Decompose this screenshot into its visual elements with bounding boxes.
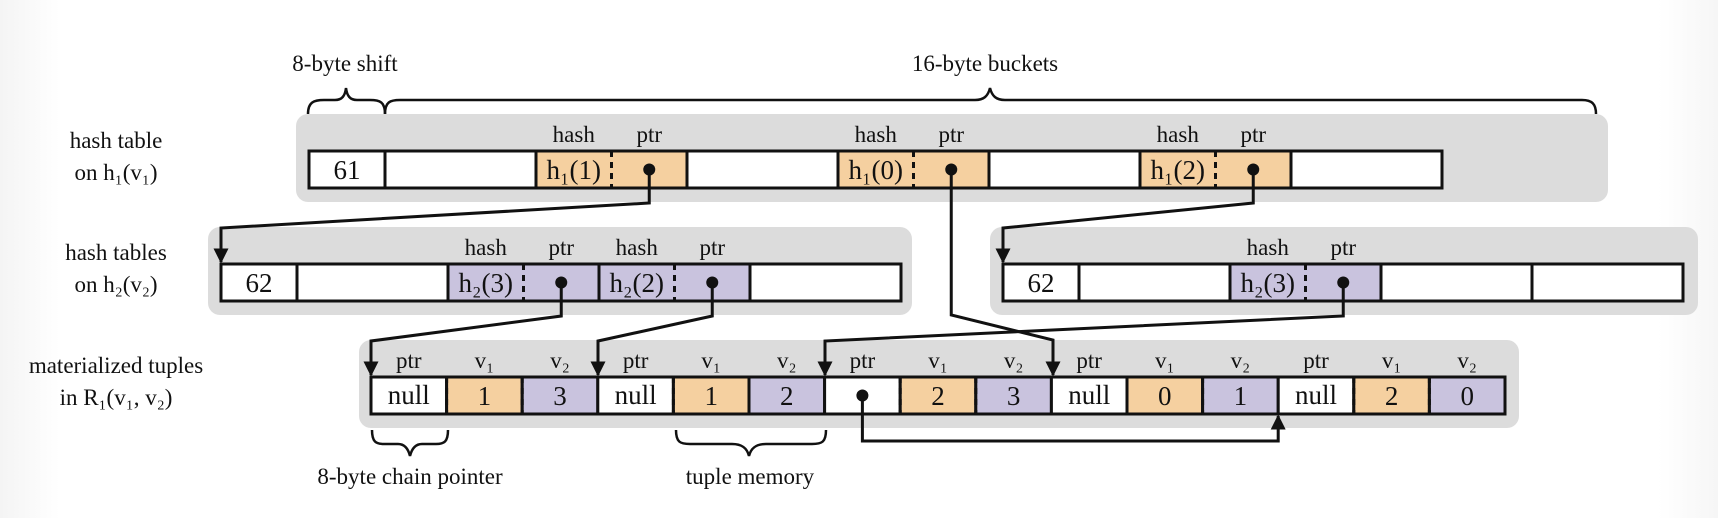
tuple-v2-value: 2 [780, 381, 794, 411]
tuple-header-v1: v₁ [701, 348, 721, 373]
tuple-ptr-value: null [615, 380, 657, 410]
tuple-header-v1: v₁ [928, 348, 948, 373]
tuple-1-v1 [671, 375, 751, 416]
label-h1-line1: hash table [70, 128, 163, 153]
tuple-ptr-value: null [1068, 380, 1110, 410]
tuple-header-ptr: ptr [1076, 348, 1102, 373]
wires-layer [213, 169, 1345, 443]
h1-shift-value: 61 [334, 155, 361, 185]
tuple-header-v2: v₂ [1457, 348, 1477, 373]
h2b-header-ptr: ptr [1330, 235, 1356, 260]
tuple-header-v2: v₂ [1231, 348, 1251, 373]
h2b-shift-value: 62 [1028, 268, 1055, 298]
label-h1-line2: on h₁(v₁) [74, 160, 157, 185]
tuple-v2-value: 3 [553, 381, 567, 411]
h2a-header-hash: hash [616, 235, 659, 260]
tuple-4-v2 [1427, 375, 1507, 416]
h1-header-ptr: ptr [636, 122, 662, 147]
tuple-header-ptr: ptr [1303, 348, 1329, 373]
label-tuples-line1: materialized tuples [29, 353, 203, 378]
h2b-bucket-hash: h₂(3) [1241, 268, 1295, 298]
tuple-0-v2 [520, 375, 600, 416]
tuple-v1-value: 0 [1158, 381, 1172, 411]
h2a-shift-value: 62 [246, 268, 273, 298]
h2a-header-hash: hash [465, 235, 508, 260]
chain-pointer-arrow [860, 395, 1286, 443]
h1-header-hash: hash [855, 122, 898, 147]
tuple-4-v1 [1352, 375, 1431, 416]
tuple-v2-value: 0 [1460, 381, 1474, 411]
tuple-ptr-value: null [388, 380, 430, 410]
tuple-0-ptr [369, 375, 449, 416]
tuple-v1-value: 2 [931, 381, 945, 411]
tuple-header-v2: v₂ [777, 348, 797, 373]
h2b-header-hash: hash [1247, 235, 1290, 260]
tuple-ptr-value: null [1295, 380, 1337, 410]
h1-header-hash: hash [553, 122, 596, 147]
cells-layer: 61 h₁(1) hash ptr h₁(0) hash ptr h₁(2) hash ptr 62… [219, 122, 1685, 416]
h1-bucket-hash: h₁(1) [547, 155, 601, 185]
h2b-shift-cell [1001, 262, 1081, 303]
tuple-v1-value: 1 [704, 381, 718, 411]
pointer-arrow-h2a-2 [590, 282, 714, 377]
label-h2-line2: on h₂(v₂) [74, 272, 157, 297]
h2b-bucket-2 [1379, 262, 1534, 303]
tuple-v2-value: 1 [1234, 381, 1248, 411]
tuple-header-v1: v₁ [475, 348, 495, 373]
tuple-v2-value: 3 [1007, 381, 1021, 411]
h2a-header-ptr: ptr [699, 235, 725, 260]
h2a-bucket-hash: h₂(2) [610, 268, 664, 298]
h1-header-ptr: ptr [1240, 122, 1266, 147]
label-tuples-line2: in R₁(v₁, v₂) [60, 385, 173, 410]
h2a-bucket-0 [295, 262, 450, 303]
tuple-1-ptr [596, 375, 675, 416]
tuple-v1-value: 1 [478, 381, 492, 411]
annotation-chain-pointer: 8-byte chain pointer [317, 464, 503, 489]
h2a-bucket-3 [748, 262, 903, 303]
annotation-buckets: 16-byte buckets [912, 51, 1058, 76]
h1-bucket-2 [685, 149, 840, 190]
brace-buckets [383, 87, 1598, 115]
brace-chain-pointer [370, 429, 450, 457]
tuple-header-ptr: ptr [623, 348, 649, 373]
pointer-arrow-h2b-3 [817, 282, 1345, 377]
h1-bucket-hash: h₁(0) [849, 155, 903, 185]
pointer-arrow-h2a-3 [363, 282, 563, 377]
h1-header-hash: hash [1157, 122, 1200, 147]
tuple-header-v1: v₁ [1382, 348, 1402, 373]
tuple-3-v2 [1201, 375, 1280, 416]
tuple-header-ptr: ptr [850, 348, 876, 373]
h2a-bucket-hash: h₂(3) [459, 268, 513, 298]
tuple-3-v1 [1125, 375, 1205, 416]
tuple-2-v2 [974, 375, 1053, 416]
h2b-bucket-0 [1077, 262, 1232, 303]
tuple-4-ptr [1276, 375, 1356, 416]
h2b-bucket-3 [1530, 262, 1685, 303]
brace-shift [306, 87, 387, 115]
h2a-header-ptr: ptr [548, 235, 574, 260]
tuple-header-ptr: ptr [396, 348, 422, 373]
h2a-shift-cell [219, 262, 299, 303]
h1-bucket-4 [987, 149, 1142, 190]
h1-bucket-0 [383, 149, 538, 190]
tuple-header-v2: v₂ [550, 348, 570, 373]
brace-tuple-memory [674, 429, 828, 457]
annotation-tuple-memory: tuple memory [686, 464, 815, 489]
tuple-header-v1: v₁ [1155, 348, 1175, 373]
annotation-shift: 8-byte shift [292, 51, 398, 76]
h1-header-ptr: ptr [938, 122, 964, 147]
pointer-arrow-h1-0 [949, 169, 1061, 377]
h1-bucket-hash: h₁(2) [1151, 155, 1205, 185]
pointer-arrow-h1-2 [995, 169, 1255, 264]
label-h2-line1: hash tables [65, 240, 167, 265]
tuple-v1-value: 2 [1385, 381, 1399, 411]
tuple-3-ptr [1049, 375, 1129, 416]
h1-bucket-6 [1289, 149, 1444, 190]
tuple-header-v2: v₂ [1004, 348, 1024, 373]
pointer-arrow-h1-1 [213, 169, 651, 264]
